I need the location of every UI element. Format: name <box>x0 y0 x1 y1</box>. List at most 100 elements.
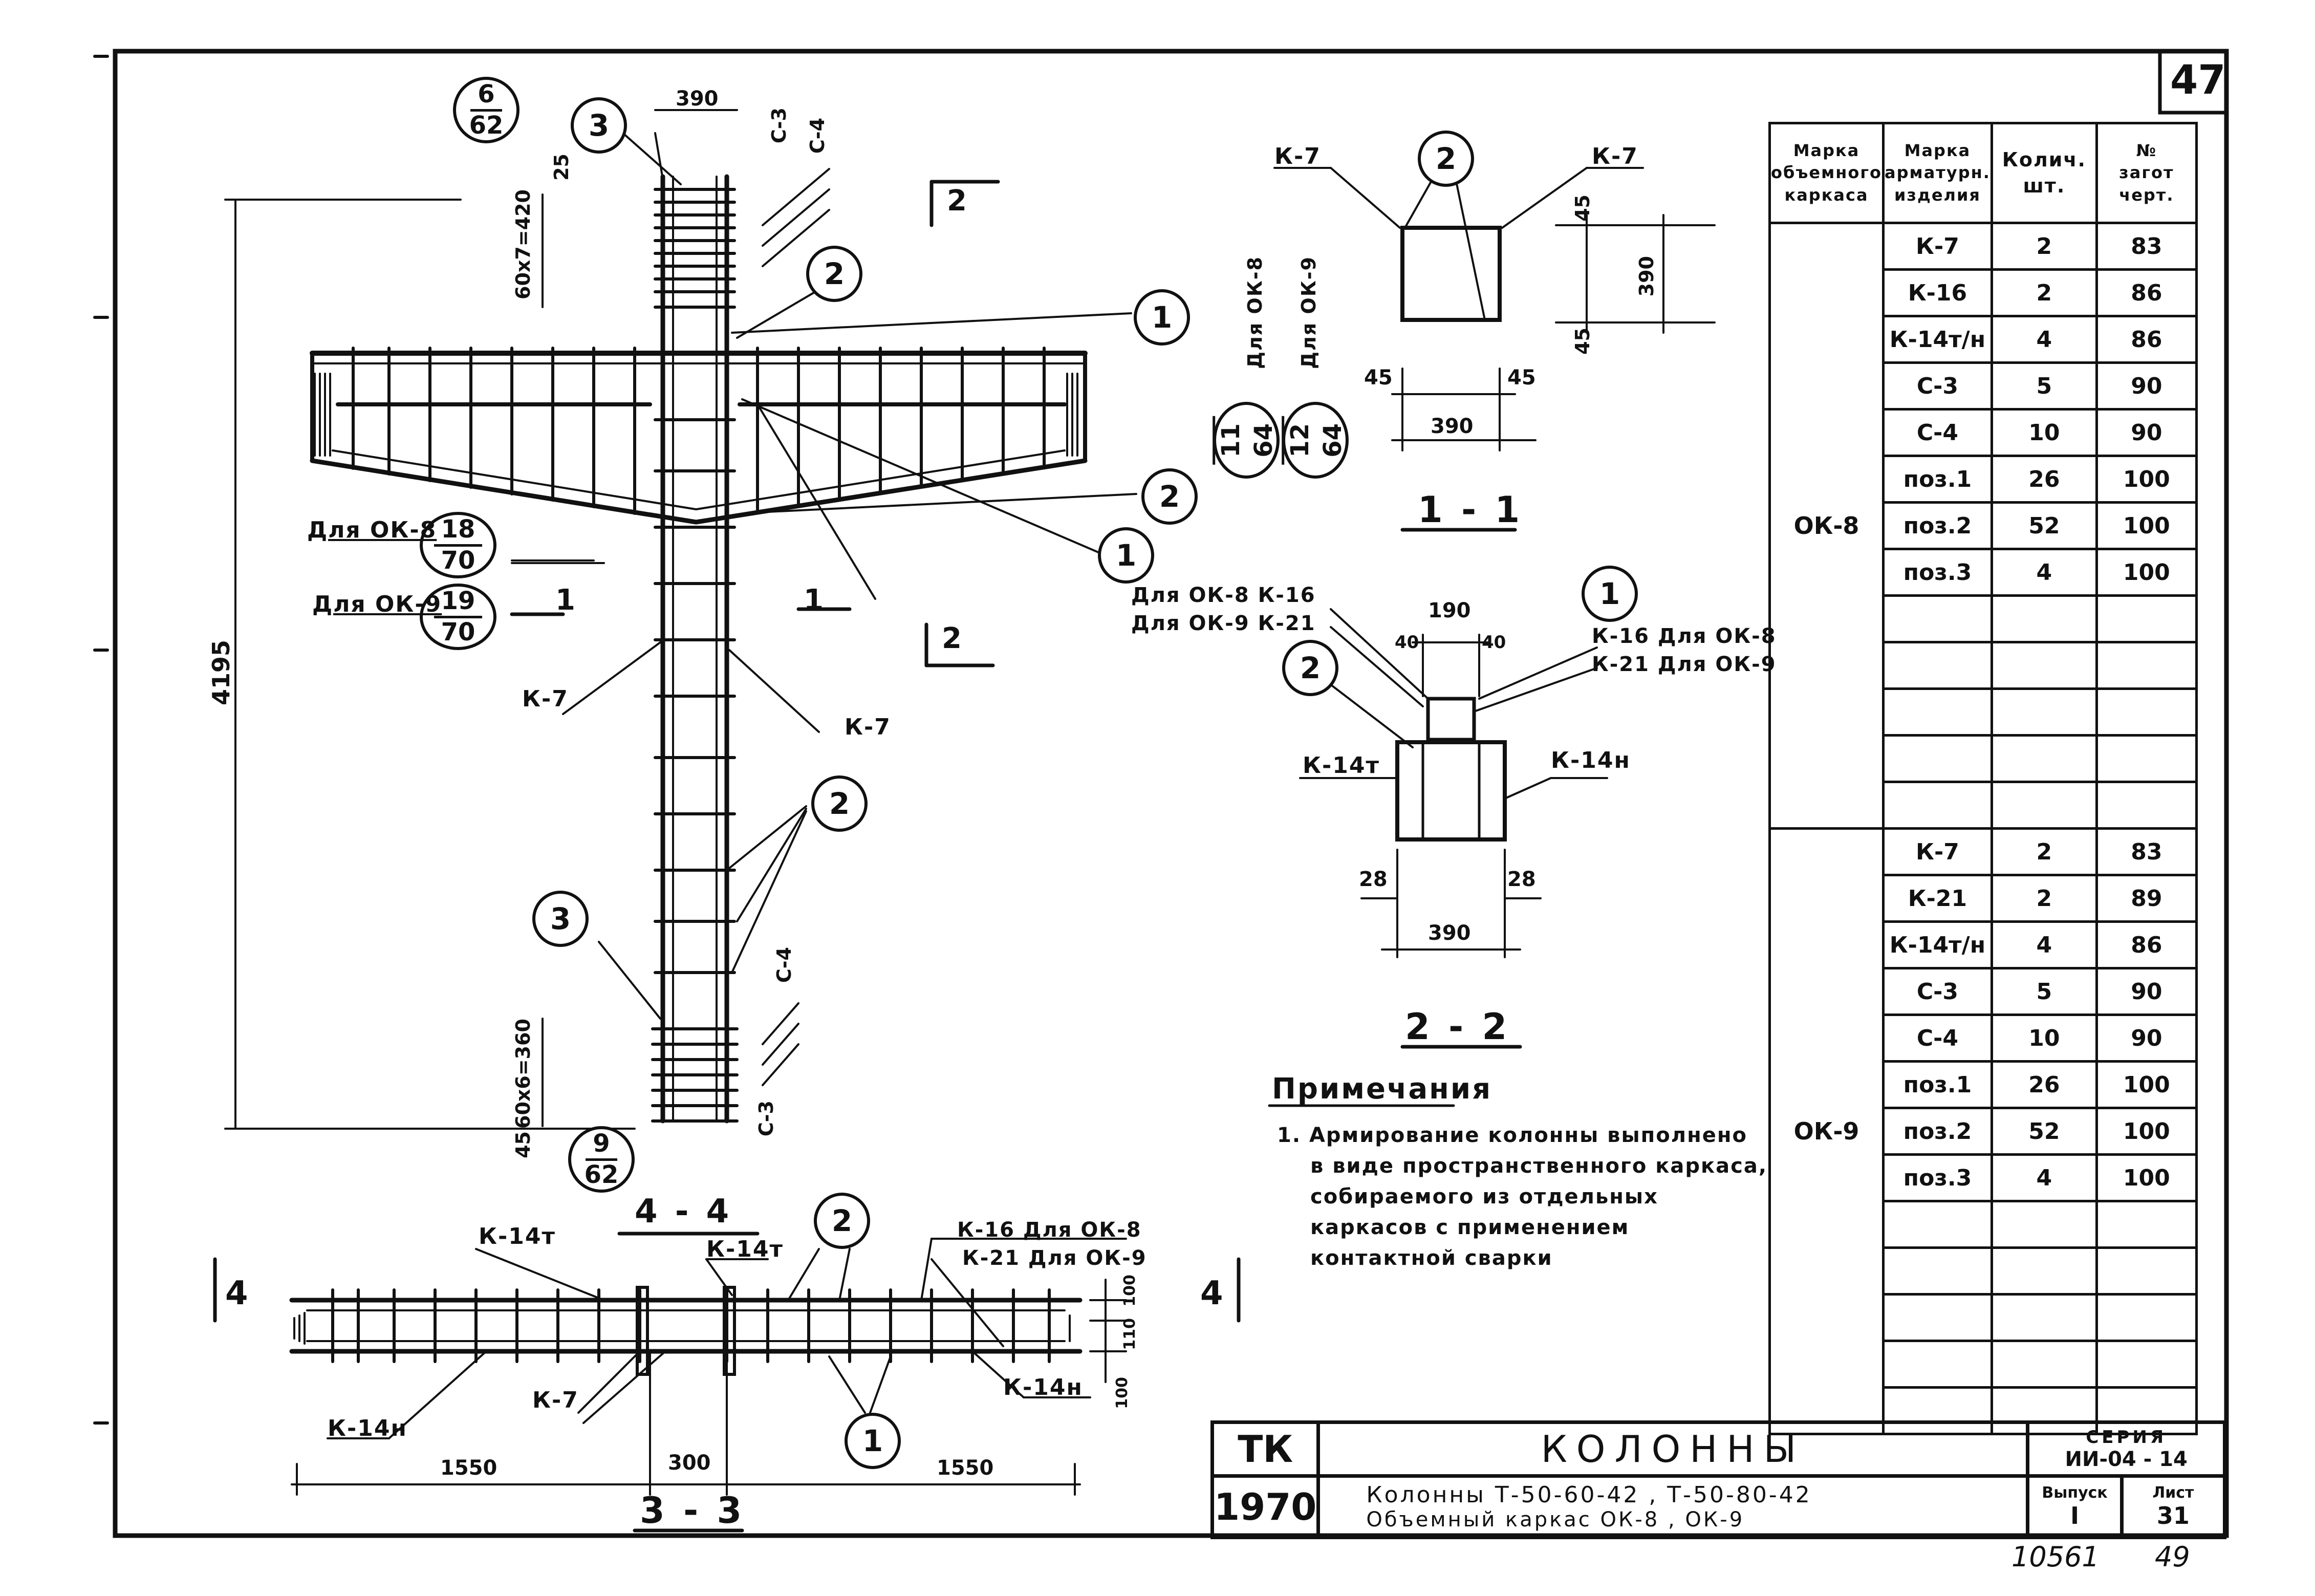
s33-dim-110: 110 <box>1121 1318 1139 1350</box>
s33-note-2: К-21 Для ОК-9 <box>962 1246 1147 1270</box>
s11-dim-45-top: 45 <box>1571 195 1594 222</box>
spec-drawing-no: 90 <box>2095 967 2198 1016</box>
title-block-title: КОЛОННЫ <box>1316 1420 2030 1478</box>
spec-qty: 52 <box>1990 501 2098 550</box>
plan-pos1-top-bubble: 1 <box>1134 289 1190 346</box>
plan-bottom-small-dim: 45 <box>512 1131 534 1158</box>
spec-qty <box>1990 594 2098 643</box>
title-block: ТК КОЛОННЫ СЕРИЯ ИИ-04 - 14 1970 Колонны… <box>1210 1420 2227 1539</box>
s22-dim-28-right: 28 <box>1507 868 1536 891</box>
corner-note-right: 49 <box>2155 1541 2190 1573</box>
s33-label-k14t-left: К-14т <box>479 1223 556 1249</box>
spec-drawing-no: 90 <box>2095 361 2198 411</box>
spec-item-mark <box>1882 687 1993 737</box>
spec-row <box>1770 734 2198 783</box>
s33-pos2-bubble: 2 <box>814 1193 870 1249</box>
plan-top-dim: 390 <box>676 87 719 111</box>
spec-qty <box>1990 734 2098 783</box>
s22-pos2-bubble: 2 <box>1282 640 1338 696</box>
title-block-sheet: Лист 31 <box>2119 1474 2227 1539</box>
spec-qty <box>1990 1340 2098 1389</box>
plan-pos3-bottom-bubble: 3 <box>532 891 589 947</box>
spec-qty <box>1990 1293 2098 1342</box>
spec-drawing-no: 100 <box>2095 1060 2198 1109</box>
spec-item-mark <box>1882 1340 1993 1389</box>
spec-qty <box>1990 1200 2098 1249</box>
s22-left-note-2: Для ОК-9 К-21 <box>1131 612 1316 635</box>
title-block-series: СЕРИЯ ИИ-04 - 14 <box>2026 1420 2226 1478</box>
s33-dim-right: 1550 <box>937 1456 994 1480</box>
plan-section-mark-2-bottom: 2 <box>942 622 962 655</box>
spec-qty <box>1990 1246 2098 1296</box>
spec-item-mark: К-21 <box>1882 874 1993 923</box>
spec-row <box>1770 1293 2198 1342</box>
spec-drawing-no: 90 <box>2095 408 2198 457</box>
s33-pos1-bubble: 1 <box>845 1413 901 1469</box>
spec-drawing-no <box>2095 1200 2198 1249</box>
spec-item-mark: К-7 <box>1882 827 1993 876</box>
s11-title: 1 - 1 <box>1418 489 1523 531</box>
plan-section-mark-1-right: 1 <box>804 584 824 617</box>
s22-dim-190: 190 <box>1428 599 1471 622</box>
spec-qty: 52 <box>1990 1107 2098 1156</box>
spec-drawing-no: 100 <box>2095 455 2198 504</box>
corner-note-left: 10561 <box>2011 1541 2100 1573</box>
spec-drawing-no <box>2095 641 2198 690</box>
plan-label-k7-right: К-7 <box>845 714 891 740</box>
s33-section-mark-right: 4 <box>1200 1275 1223 1312</box>
spec-qty <box>1990 687 2098 737</box>
spec-item-mark <box>1882 1200 1993 1249</box>
spec-qty: 2 <box>1990 827 2098 876</box>
s33-dim-mid: 300 <box>668 1451 711 1475</box>
spec-drawing-no: 86 <box>2095 268 2198 317</box>
notes-line-5: контактной сварки <box>1310 1246 1553 1270</box>
spec-drawing-no: 100 <box>2095 501 2198 550</box>
spec-item-mark: поз.2 <box>1882 501 1993 550</box>
spec-qty: 26 <box>1990 455 2098 504</box>
s22-label-k14t: К-14т <box>1303 752 1380 779</box>
plan-bottom-pitch-dim: 60x6=360 <box>512 1019 534 1129</box>
page-number: 47 <box>2170 57 2226 103</box>
spec-item-mark: поз.2 <box>1882 1107 1993 1156</box>
spec-row <box>1770 1340 2198 1389</box>
title-block-issue: Выпуск I <box>2026 1474 2124 1539</box>
s11-for-ok8: Для ОК-8 <box>1244 256 1266 369</box>
plan-pos2-top-bubble: 2 <box>806 246 862 302</box>
page-number-box <box>2158 49 2229 115</box>
plan-pos2-right-bubble: 2 <box>1141 468 1198 525</box>
spec-row <box>1770 594 2198 643</box>
spec-row <box>1770 1200 2198 1249</box>
s11-dim-45-left: 45 <box>1364 366 1393 390</box>
spec-drawing-no: 86 <box>2095 920 2198 969</box>
spec-frame-mark: ОК-9 <box>1768 827 1885 1435</box>
plan-pos3-top-bubble: 3 <box>571 97 627 154</box>
spec-item-mark: поз.3 <box>1882 548 1993 597</box>
s22-right-note-1: К-16 Для ОК-8 <box>1592 624 1777 648</box>
notes-line-3: собираемого из отдельных <box>1310 1185 1658 1209</box>
spec-drawing-no <box>2095 687 2198 737</box>
spec-qty: 4 <box>1990 315 2098 364</box>
s11-dim-width: 390 <box>1431 415 1474 438</box>
plan-total-dim: 4195 <box>207 640 235 706</box>
spec-item-mark: С-3 <box>1882 361 1993 411</box>
s33-label-k14n-right: К-14н <box>1003 1374 1083 1400</box>
spec-drawing-no: 89 <box>2095 874 2198 923</box>
plan-section-mark-2-top: 2 <box>947 184 967 218</box>
spec-qty: 2 <box>1990 222 2098 271</box>
spec-qty: 5 <box>1990 361 2098 411</box>
spec-drawing-no <box>2095 1293 2198 1342</box>
spec-drawing-no: 83 <box>2095 222 2198 271</box>
spec-drawing-no: 86 <box>2095 315 2198 364</box>
